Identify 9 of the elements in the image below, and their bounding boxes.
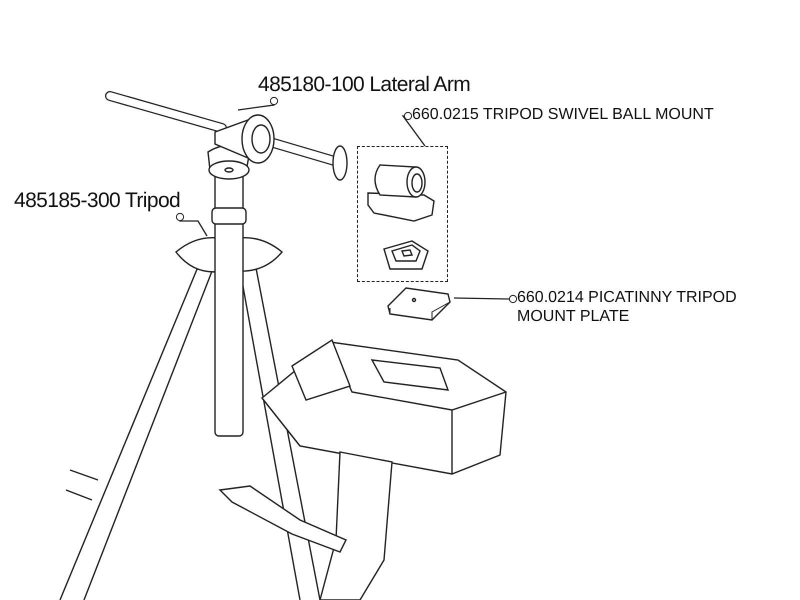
leader-line [402, 112, 426, 146]
part-label: 485185-300 Tripod [14, 188, 180, 214]
part-label: 660.0215 TRIPOD SWIVEL BALL MOUNT [412, 105, 714, 124]
part-label: 485180-100 Lateral Arm [258, 72, 470, 98]
leader-line [176, 212, 208, 236]
leader-line [238, 96, 278, 111]
part-label: 660.0214 PICATINNY TRIPOD MOUNT PLATE [517, 288, 787, 326]
leader-line [454, 294, 518, 304]
dashed-group-outline [357, 146, 448, 282]
